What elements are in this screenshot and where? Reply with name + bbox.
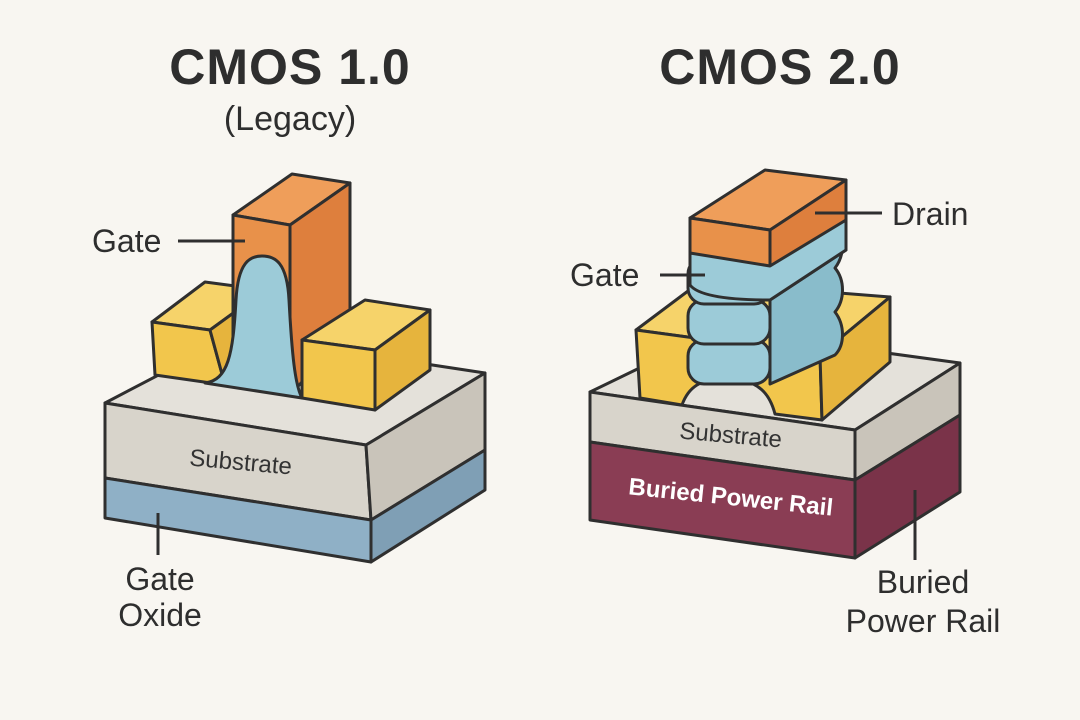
cmos2-drain-lower-band [688,218,848,302]
cmos2-sd-side [818,295,892,422]
cmos2-sheet-3 [686,338,772,386]
cmos1-structure: Substrate [103,172,487,564]
cmos2-rail-label-line1: Buried [877,564,970,600]
cmos2-structure: Substrate Buried Power Rail [588,168,962,560]
cmos2-rail-label-line2: Power Rail [846,603,1001,639]
cmos2-rail-side [853,413,962,560]
cmos1-oxide-label-line2: Oxide [118,597,202,633]
cmos1-subtitle: (Legacy) [223,100,357,138]
cmos2-sheet-2 [686,298,772,346]
cmos2-drain-label: Drain [892,196,968,232]
cmos1-title: CMOS 1.0 [169,39,411,95]
cmos1-drain-front [300,338,377,412]
cmos2-title: CMOS 2.0 [659,39,901,95]
cmos1-drain-side [373,308,432,412]
cmos1-channel [203,254,304,400]
cmos2-gate-label: Gate [570,257,639,293]
cmos1-gate-label: Gate [92,223,161,259]
cmos1-gate-oxide-side [369,448,487,564]
cmos1-oxide-label-line1: Gate [125,561,194,597]
